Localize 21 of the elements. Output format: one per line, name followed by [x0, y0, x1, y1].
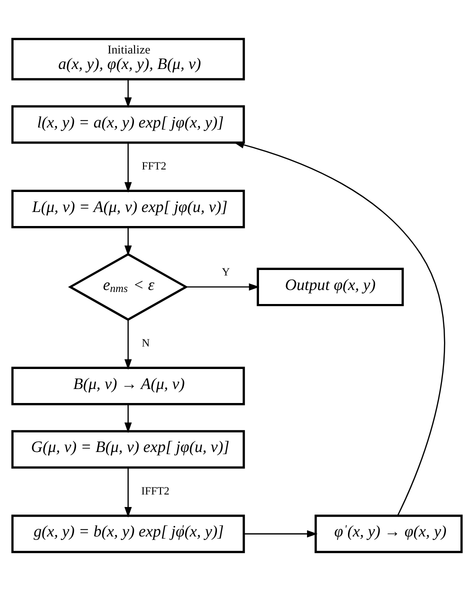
node-box: Output φ(x, y) — [256, 268, 404, 306]
arrow — [124, 468, 132, 518]
node-box: G(μ, ν) = B(μ, ν) exp[ jφ(u, v)] — [11, 430, 245, 469]
node-box: g(x, y) = b(x, y) exp[ jφ'(x, y)] — [11, 514, 245, 554]
edge-label: FFT2 — [142, 160, 166, 173]
node-box: B(μ, ν) → A(μ, ν) — [11, 366, 245, 406]
arrow — [244, 530, 318, 538]
arrow — [186, 283, 260, 291]
node-box: Initialize a(x, y), φ(x, y), B(μ, ν) — [11, 38, 245, 80]
edge-label: Y — [222, 266, 230, 279]
edge-label: N — [142, 338, 150, 350]
arrow — [124, 227, 132, 256]
node-box: φ'(x, y) → φ(x, y) — [314, 514, 463, 554]
arrow — [234, 141, 446, 516]
node-box: l(x, y) = a(x, y) exp[ jφ(x, y)] — [11, 105, 245, 144]
arrow — [124, 80, 132, 108]
edge-label: IFFT2 — [141, 485, 170, 498]
arrow — [124, 320, 132, 370]
arrow — [124, 404, 132, 433]
node-box: L(μ, ν) = A(μ, ν) exp[ jφ(u, v)] — [11, 190, 245, 228]
arrow — [124, 143, 132, 193]
